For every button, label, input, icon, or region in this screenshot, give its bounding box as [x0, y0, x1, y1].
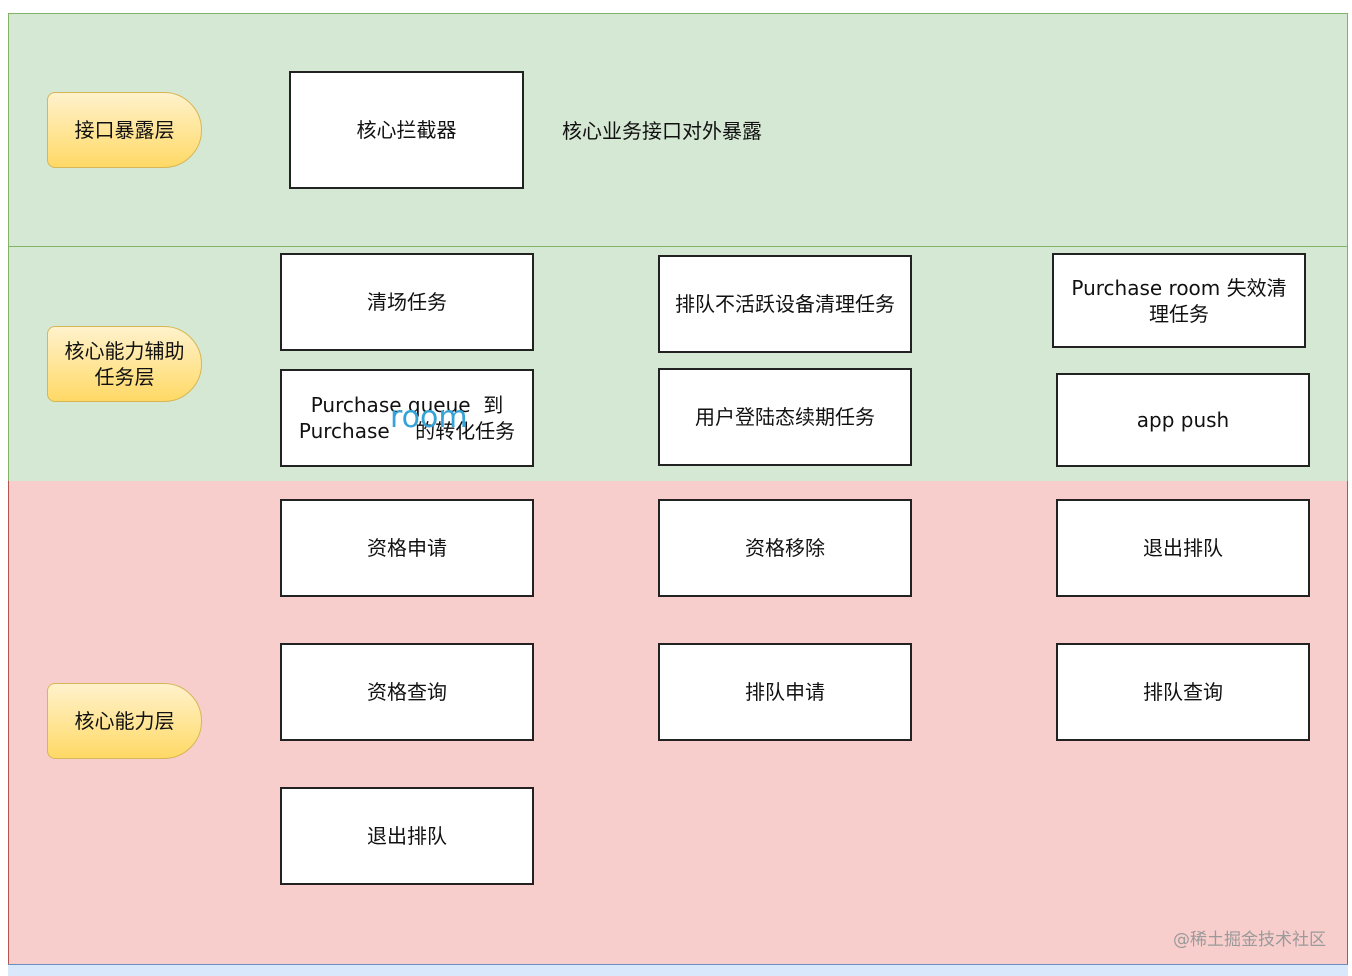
core-layer-label: 核心能力层: [47, 683, 202, 759]
room-overlay-text: room: [390, 400, 468, 435]
purchase-room-expire-cleanup-task-box: Purchase room 失效清理任务: [1052, 253, 1306, 348]
core-interceptor-box: 核心拦截器: [289, 71, 524, 189]
qualification-apply-box: 资格申请: [280, 499, 534, 597]
interface-caption: 核心业务接口对外暴露: [562, 119, 762, 143]
exit-queue-box-bottom: 退出排队: [280, 787, 534, 885]
exit-queue-box-top: 退出排队: [1056, 499, 1310, 597]
app-push-box: app push: [1056, 373, 1310, 467]
queue-to-room-conversion-task-box: Purchase queue 到 Purchase 的转化任务: [280, 369, 534, 467]
inactive-device-cleanup-task-box: 排队不活跃设备清理任务: [658, 255, 912, 353]
queue-query-box: 排队查询: [1056, 643, 1310, 741]
interface-layer-label: 接口暴露层: [47, 92, 202, 168]
qualification-query-box: 资格查询: [280, 643, 534, 741]
queue-apply-box: 排队申请: [658, 643, 912, 741]
interface-layer-band: [8, 13, 1348, 247]
juejin-watermark: @稀土掘金技术社区: [1173, 930, 1326, 950]
clear-field-task-box: 清场任务: [280, 253, 534, 351]
login-state-renewal-task-box: 用户登陆态续期任务: [658, 368, 912, 466]
auxiliary-layer-label: 核心能力辅助 任务层: [47, 326, 202, 402]
qualification-remove-box: 资格移除: [658, 499, 912, 597]
bottom-layer-band-edge: [8, 964, 1348, 976]
